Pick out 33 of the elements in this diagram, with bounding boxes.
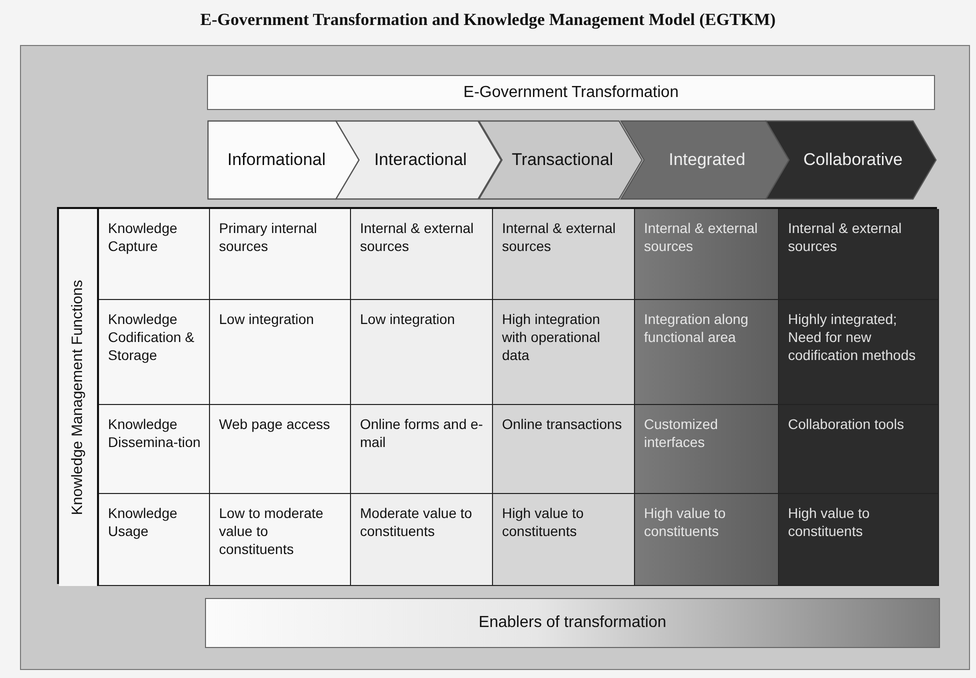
stage-label-shape: Collaborative [765, 120, 937, 200]
vertical-heading: Knowledge Management Functions [70, 280, 86, 516]
table-cell: Primary internal sources [210, 209, 351, 300]
table-cell: Low to moderate value to constituents [210, 494, 351, 586]
table-cell: Collaboration tools [779, 405, 939, 494]
row-heading-cell: Knowledge Codification & Storage [99, 300, 210, 405]
table-cell: Internal & external sources [779, 209, 939, 300]
stage-label-shape: Transactional [478, 120, 643, 200]
stage-label-shape: Informational [207, 120, 360, 200]
table-cell: Moderate value to constituents [351, 494, 493, 586]
row-heading-cell: Knowledge Usage [99, 494, 210, 586]
row-heading-cell: Knowledge Dissemina-tion [99, 405, 210, 494]
table-cell: Integration along functional area [635, 300, 779, 405]
table-cell: Low integration [210, 300, 351, 405]
gradient-bar: Enablers of transformation [205, 598, 940, 648]
table-cell: High value to constituents [493, 494, 635, 586]
table-cell: Internal & external sources [635, 209, 779, 300]
table-cell: Highly integrated; Need for new codification methods [779, 300, 939, 405]
table-cell: Online forms and e-mail [351, 405, 493, 494]
table-cell: Internal & external sources [493, 209, 635, 300]
diagram-title: E-Government Transformation and Knowledge Management Model (EGTKM) [199, 10, 777, 30]
stage-label-shape: Interactional [335, 120, 502, 200]
table-cell: Online transactions [493, 405, 635, 494]
table-cell: Web page access [210, 405, 351, 494]
table-cell: Customized interfaces [635, 405, 779, 494]
table-cell: Low integration [351, 300, 493, 405]
table-cell: High value to constituents [779, 494, 939, 586]
table-cell: High value to constituents [635, 494, 779, 586]
table-cell: High integration with operational data [493, 300, 635, 405]
table-cell: Internal & external sources [351, 209, 493, 300]
stage-label-shape: Integrated [620, 120, 790, 200]
header-bar: E-Government Transformation [207, 75, 935, 110]
row-heading-cell: Knowledge Capture [99, 209, 210, 300]
